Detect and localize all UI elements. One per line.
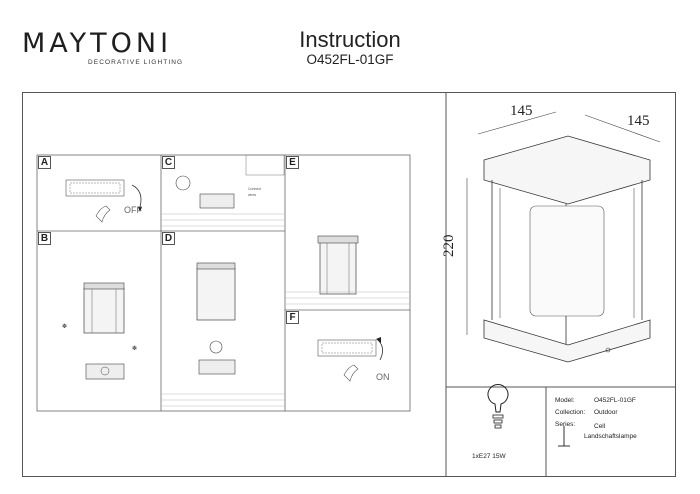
step-letter-e: E bbox=[286, 156, 299, 169]
lamp-dimension-drawing bbox=[466, 111, 661, 363]
step-a-illustration bbox=[65, 179, 142, 223]
svg-text:wires: wires bbox=[248, 193, 256, 197]
svg-text:Connect: Connect bbox=[248, 187, 261, 191]
spec-series-extra: Landschaftslampe bbox=[584, 433, 637, 440]
spec-series-value: Cell bbox=[594, 423, 606, 430]
step-letter-b: B bbox=[38, 232, 51, 245]
svg-text:✽: ✽ bbox=[62, 323, 67, 330]
spec-collection-label: Collection: bbox=[555, 409, 586, 416]
svg-text:✽: ✽ bbox=[132, 345, 137, 352]
step-d-illustration bbox=[161, 262, 285, 407]
step-e-illustration bbox=[285, 235, 410, 305]
step-letter-c: C bbox=[162, 156, 175, 169]
step-letter-f: F bbox=[286, 311, 299, 324]
dimension-height: 220 bbox=[441, 234, 457, 258]
switch-off-label: OFF bbox=[124, 205, 142, 215]
dimension-depth: 145 bbox=[627, 113, 650, 129]
spec-collection-value: Outdoor bbox=[594, 409, 618, 416]
switch-on-label: ON bbox=[376, 372, 390, 382]
step-c-illustration: Connect wires bbox=[161, 154, 285, 227]
step-f-illustration bbox=[317, 337, 383, 382]
bulb-label: 1xE27 15W bbox=[472, 453, 506, 460]
brand-logo: MAYTONI bbox=[22, 28, 173, 59]
step-letter-d: D bbox=[162, 232, 175, 245]
spec-model-value: O452FL-01GF bbox=[594, 397, 636, 404]
bulb-icon bbox=[487, 383, 509, 429]
dimension-width: 145 bbox=[510, 103, 533, 119]
instruction-frame bbox=[22, 92, 676, 477]
step-b-illustration: ✽ ✽ bbox=[62, 282, 137, 380]
spec-series-label: Series: bbox=[555, 421, 576, 428]
series-icon bbox=[558, 426, 570, 447]
brand-tagline: DECORATIVE LIGHTING bbox=[88, 59, 184, 66]
model-code: O452FL-01GF bbox=[306, 52, 394, 67]
spec-model-label: Model: bbox=[555, 397, 575, 404]
step-letter-a: A bbox=[38, 156, 51, 169]
page-title: Instruction bbox=[299, 27, 401, 52]
